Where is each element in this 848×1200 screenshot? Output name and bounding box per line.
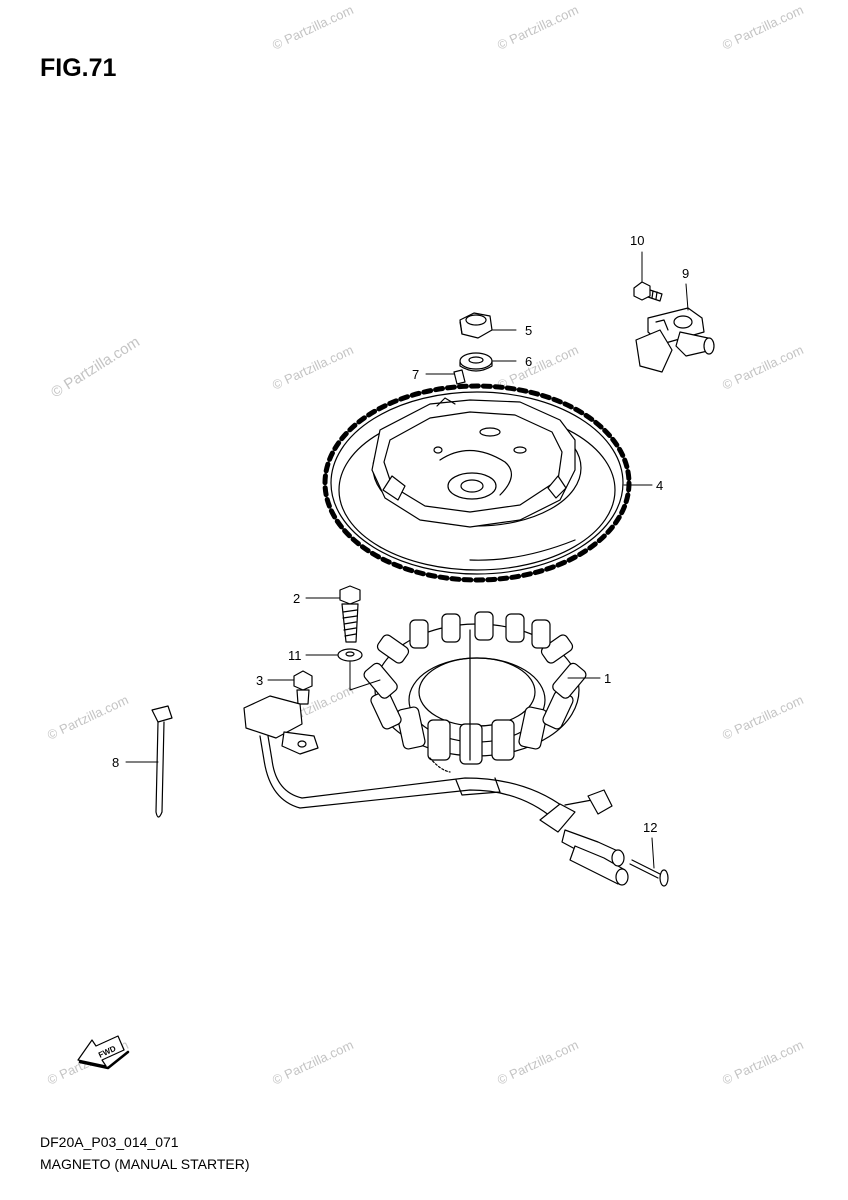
leader-lines xyxy=(125,251,689,869)
footer: DF20A_P03_014_071 MAGNETO (MANUAL STARTE… xyxy=(40,1131,250,1175)
callout-11: 11 xyxy=(288,648,302,663)
figure-title: FIG.71 xyxy=(40,54,117,82)
washer-drawing xyxy=(459,352,493,372)
callout-7: 7 xyxy=(412,367,419,382)
diagram-caption: MAGNETO (MANUAL STARTER) xyxy=(40,1156,250,1172)
sensor-bolt-drawing xyxy=(633,281,663,302)
callout-8: 8 xyxy=(112,755,119,770)
nut-drawing xyxy=(459,312,493,339)
flywheel-rotor-drawing xyxy=(322,383,632,583)
callout-3: 3 xyxy=(256,673,263,688)
watermark-large: © Partzilla.com xyxy=(48,333,143,401)
pulser-sensor-drawing xyxy=(635,307,715,373)
key-drawing xyxy=(453,369,466,385)
watermark: © Partzilla.com xyxy=(270,2,356,53)
callouts: 1 2 3 4 5 6 7 8 9 10 11 12 xyxy=(112,233,689,835)
small-washer-drawing xyxy=(337,648,363,662)
screw-drawing xyxy=(293,670,313,705)
diagram-code: DF20A_P03_014_071 xyxy=(40,1134,179,1150)
watermark: © Partzilla.com xyxy=(495,342,581,393)
fwd-arrow-icon: FWD xyxy=(77,1035,130,1070)
watermark: © Partzilla.com xyxy=(720,2,806,53)
wire-harness-drawing xyxy=(243,695,629,886)
watermark: © Partzilla.com xyxy=(720,342,806,393)
pin-drawing xyxy=(629,859,669,887)
bolt-drawing xyxy=(339,585,361,643)
callout-6: 6 xyxy=(525,354,532,369)
watermark: © Partzilla.com xyxy=(45,692,131,743)
callout-12: 12 xyxy=(643,820,657,835)
watermark: © Partzilla.com xyxy=(270,342,356,393)
callout-2: 2 xyxy=(293,591,300,606)
stator-coil-drawing xyxy=(363,611,587,765)
cable-tie-drawing xyxy=(151,705,173,818)
callout-1: 1 xyxy=(604,671,611,686)
watermark: © Partzilla.com xyxy=(495,2,581,53)
callout-5: 5 xyxy=(525,323,532,338)
watermark: © Partzilla.com xyxy=(495,1037,581,1088)
watermark: © Partzilla.com xyxy=(270,1037,356,1088)
watermark: © Partzilla.com xyxy=(720,1037,806,1088)
callout-9: 9 xyxy=(682,266,689,281)
callout-4: 4 xyxy=(656,478,663,493)
watermark: © Partzilla.com xyxy=(720,692,806,743)
callout-10: 10 xyxy=(630,233,644,248)
